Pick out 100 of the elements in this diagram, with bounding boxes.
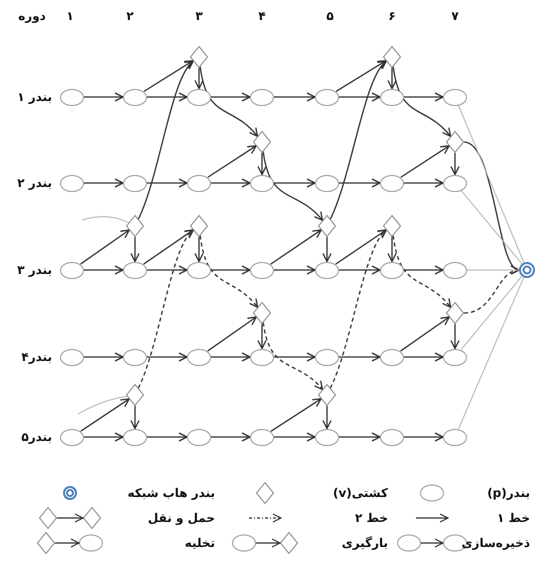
arrow	[147, 432, 188, 442]
arrow	[339, 352, 381, 362]
legend-label: بندر(p)	[487, 486, 530, 500]
arrow	[387, 237, 397, 262]
port-ellipse	[250, 262, 274, 278]
vessel-diamond	[318, 215, 336, 237]
vessel-diamond	[190, 46, 208, 68]
port-ellipse	[187, 88, 211, 106]
arrow	[130, 237, 140, 262]
arrow	[330, 60, 387, 220]
legend-label: بارگیری	[342, 536, 388, 550]
arrow	[211, 432, 251, 442]
arrow	[84, 92, 124, 102]
arrow	[207, 145, 257, 178]
connector-line	[460, 276, 522, 350]
row-label: بندر ۲	[17, 176, 52, 190]
arrow	[270, 398, 322, 432]
port-ellipse	[123, 174, 147, 192]
dashed-arrow	[262, 322, 324, 390]
port-ellipse	[315, 88, 339, 106]
port-ellipse	[187, 174, 211, 192]
port-ellipse	[123, 262, 147, 278]
arrow	[274, 352, 316, 362]
port-ellipse	[60, 88, 84, 106]
vessel-diamond	[253, 131, 271, 153]
connector-line	[460, 190, 522, 264]
arrow	[147, 352, 188, 362]
arrow	[400, 316, 450, 352]
dashed-arrow	[138, 229, 194, 388]
arrow	[322, 406, 332, 430]
column-number: ۴	[258, 9, 266, 23]
arrow	[211, 265, 251, 275]
connector-line	[78, 396, 128, 414]
port-ellipse	[315, 174, 339, 192]
legend-label: خط ۲	[354, 511, 388, 525]
port-ellipse	[187, 428, 211, 446]
arrow	[404, 178, 444, 188]
legend-label: تخلیه	[184, 536, 215, 550]
port-ellipse	[443, 428, 467, 446]
arrow	[339, 432, 381, 442]
column-number: ۳	[195, 9, 203, 23]
arrow	[257, 153, 267, 176]
port-ellipse	[315, 262, 339, 278]
column-number: ۶	[388, 9, 396, 23]
vessel-diamond	[190, 215, 208, 237]
port-ellipse	[250, 428, 274, 446]
row-label: بندر۵	[21, 430, 52, 444]
arrow	[194, 237, 204, 262]
arrow	[84, 265, 124, 275]
arrow	[257, 324, 267, 350]
port-ellipse	[250, 348, 274, 366]
dashed-arrow	[330, 229, 387, 388]
vessel-diamond	[383, 215, 401, 237]
arrow	[211, 92, 251, 102]
port-ellipse	[187, 348, 211, 366]
port-ellipse	[250, 174, 274, 192]
arrow	[80, 398, 130, 432]
arrow	[130, 406, 140, 430]
port-ellipse	[187, 262, 211, 278]
port-ellipse	[443, 348, 467, 366]
arrow	[392, 66, 452, 138]
port-ellipse	[380, 174, 404, 192]
column-number: ۵	[326, 9, 334, 23]
dashed-arrow	[200, 235, 258, 308]
vessel-diamond	[318, 384, 336, 406]
arrow	[211, 352, 251, 362]
port-ellipse	[315, 428, 339, 446]
arrow	[274, 265, 316, 275]
legend-label: کشتی(v)	[332, 486, 388, 500]
arrow	[207, 316, 257, 352]
vessel-diamond	[126, 215, 144, 237]
arrow	[274, 432, 316, 442]
arrow	[211, 178, 251, 188]
arrow	[335, 229, 387, 265]
hub-circle	[519, 262, 535, 278]
arrow	[147, 178, 188, 188]
legend-label: ذخیره‌سازی	[462, 536, 530, 550]
legend-label: حمل و نقل	[148, 511, 215, 525]
arrow	[322, 237, 332, 262]
row-label: بندر ۱	[17, 90, 52, 104]
arrow	[84, 432, 124, 442]
arrow	[404, 92, 444, 102]
port-ellipse	[380, 348, 404, 366]
connector-line	[458, 276, 524, 430]
arrow	[450, 324, 460, 350]
column-number: ۲	[126, 9, 134, 23]
arrow	[147, 92, 188, 102]
port-ellipse	[250, 88, 274, 106]
arrow	[138, 60, 194, 220]
arrow	[336, 60, 387, 92]
column-heading: دوره	[18, 9, 46, 23]
arrow	[262, 151, 324, 222]
arrow	[274, 92, 316, 102]
vessel-diamond	[446, 131, 464, 153]
arrow	[147, 265, 188, 275]
vessel-diamond	[446, 302, 464, 324]
port-ellipse	[123, 348, 147, 366]
arrow	[450, 153, 460, 176]
arrow	[144, 60, 194, 92]
arrow	[194, 68, 204, 90]
